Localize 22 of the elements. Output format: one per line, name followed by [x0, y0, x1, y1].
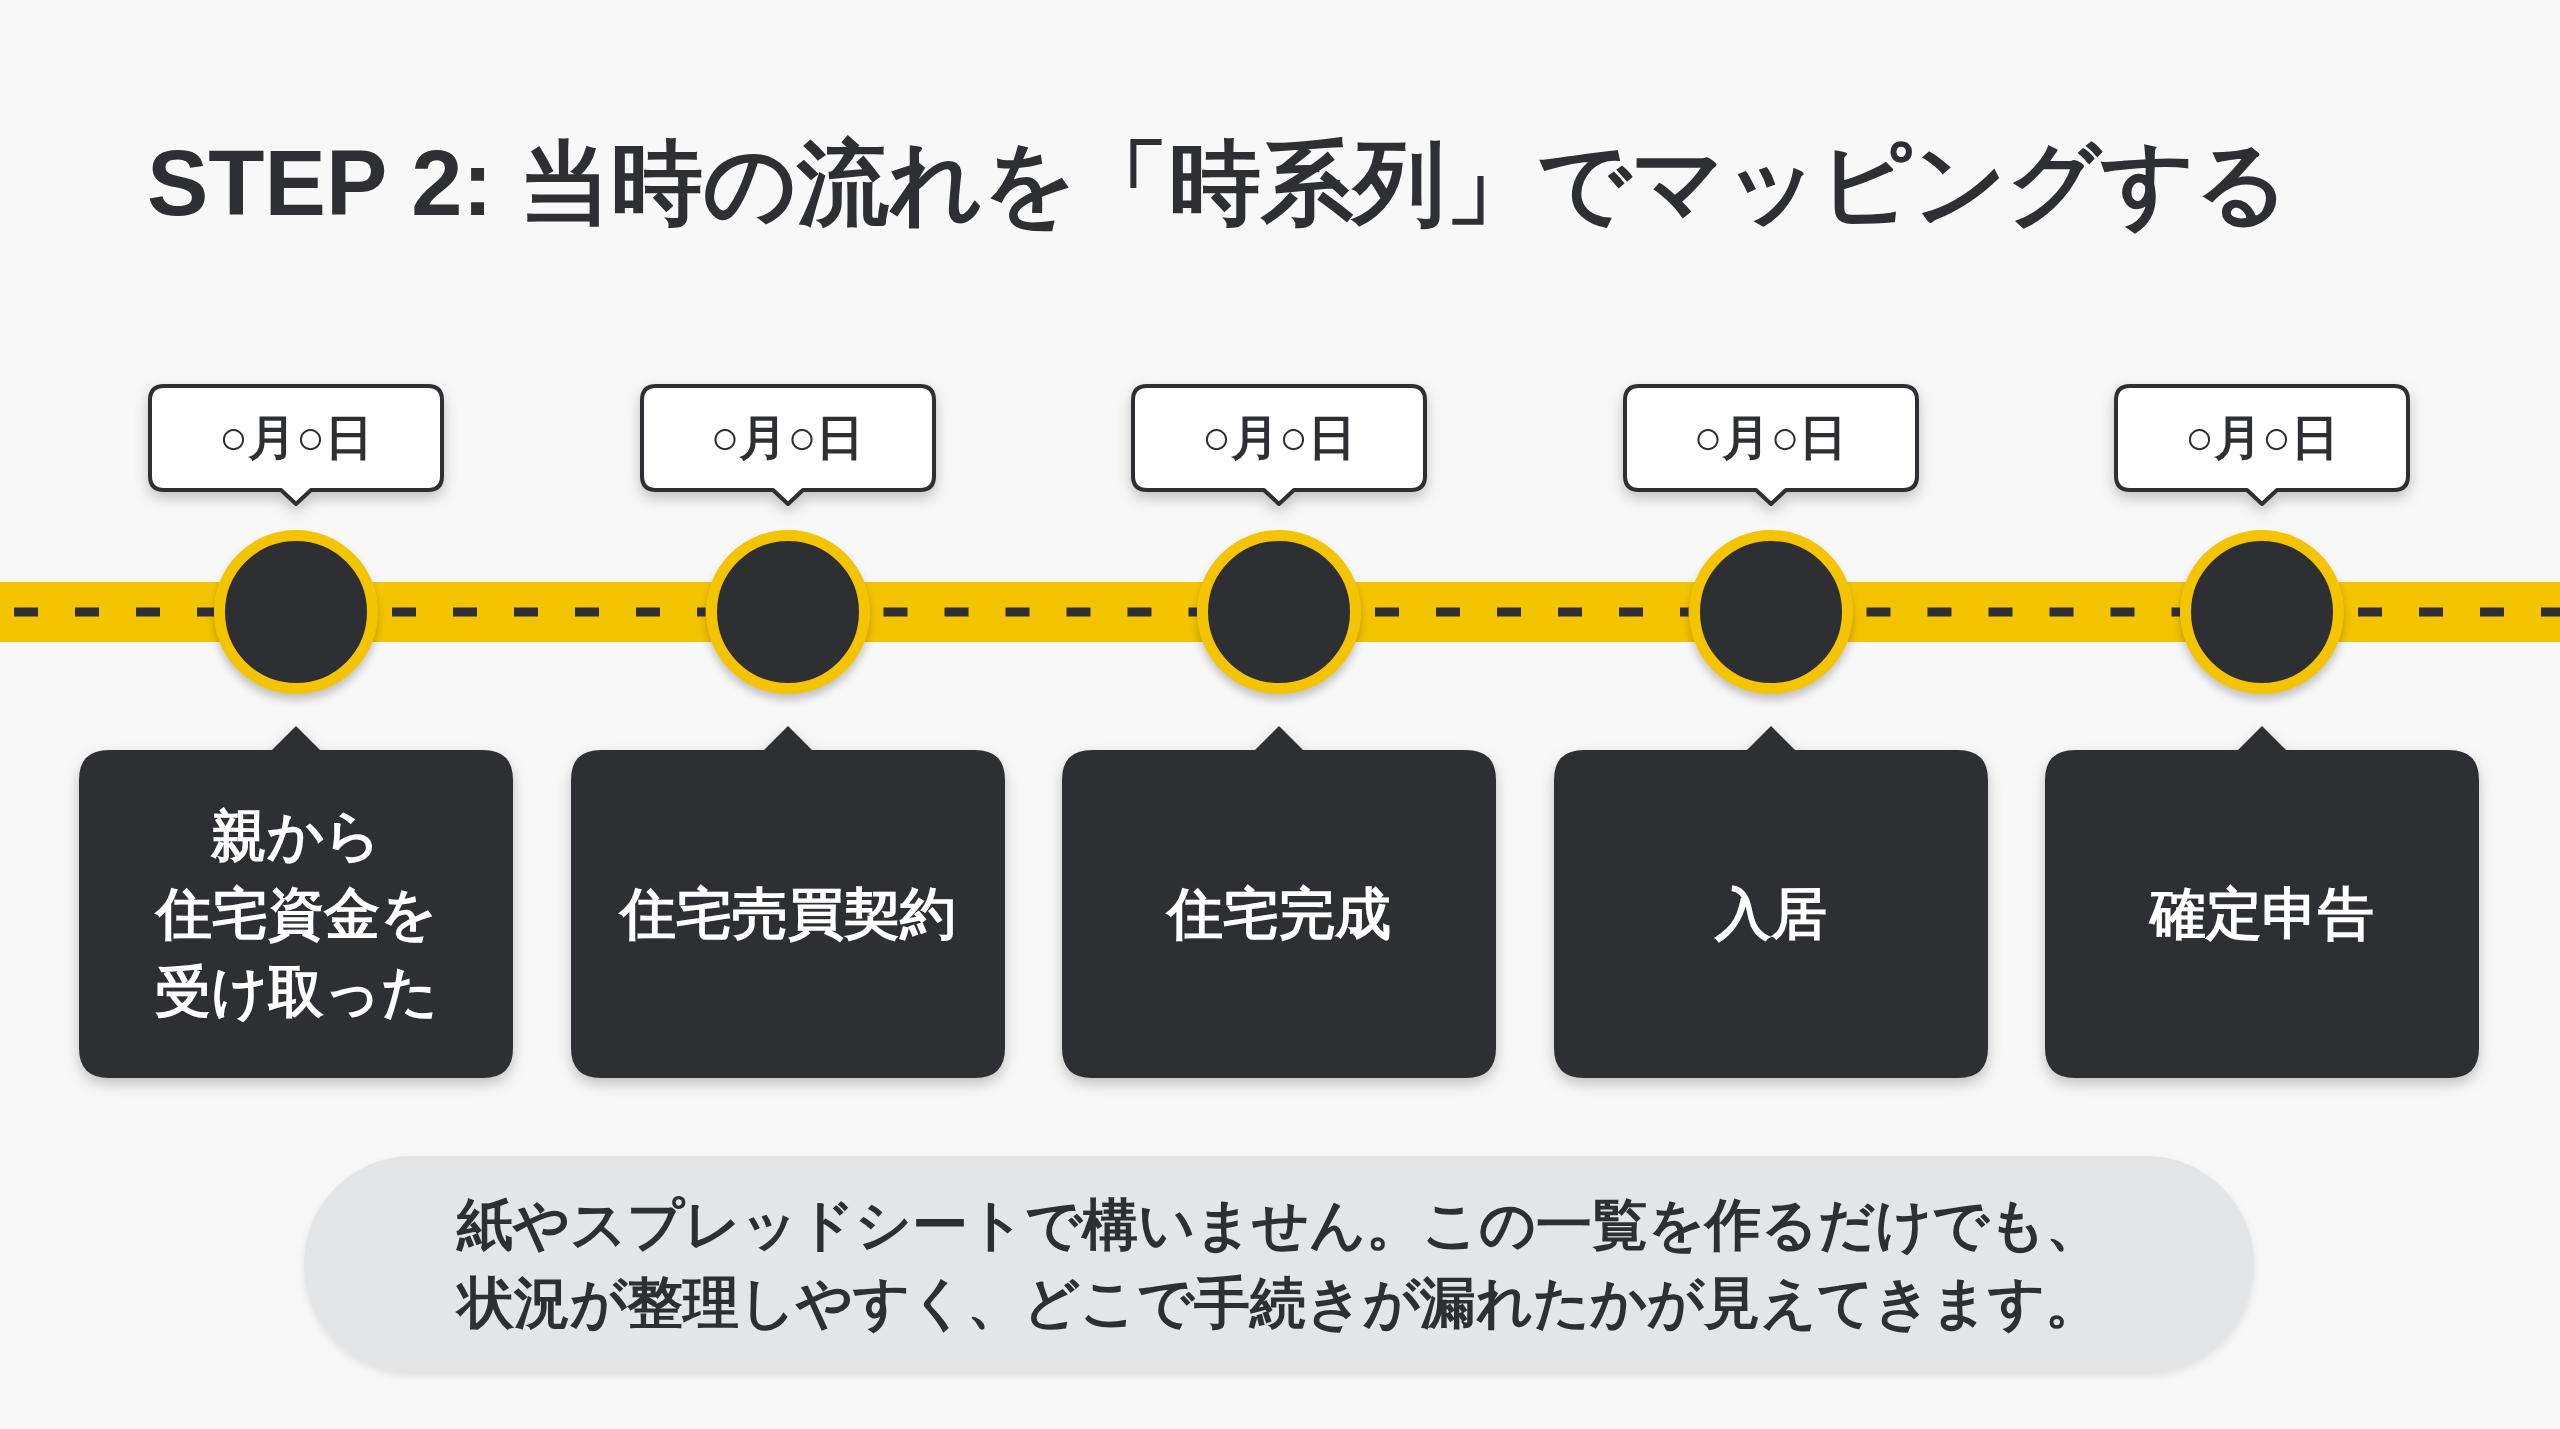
date-text: ○月○日: [710, 410, 865, 466]
event-text: 親から住宅資金を受け取った: [154, 803, 438, 1025]
date-text: ○月○日: [1202, 410, 1356, 466]
event-card: [1553, 726, 1988, 1078]
event-card: [570, 726, 1005, 1078]
date-callout: [148, 384, 444, 506]
event-text: 住宅完成: [1167, 881, 1391, 947]
date-callout: [1622, 384, 1919, 506]
date-text: ○月○日: [219, 410, 373, 466]
date-text: ○月○日: [2185, 410, 2339, 466]
date-callout: [2114, 384, 2410, 506]
note-text: 紙やスプレッドシートで構いません。この一覧を作るだけでも、状況が整理しやすく、どこで手続きが漏れたかが見えてきます。: [456, 1192, 2102, 1336]
title: STEP 2: 当時の流れを「時系列」でマッピングする: [147, 131, 2289, 236]
event-text: 住宅売買契約: [619, 881, 956, 947]
date-callout: [639, 384, 936, 506]
event-card: [2045, 726, 2479, 1078]
date-text: ○月○日: [1693, 410, 1848, 466]
date-callout: [1131, 384, 1427, 506]
event-card: [1062, 726, 1496, 1078]
event-card: [79, 726, 513, 1078]
event-text: 入居: [1714, 881, 1827, 947]
event-text: 確定申告: [2150, 881, 2374, 947]
